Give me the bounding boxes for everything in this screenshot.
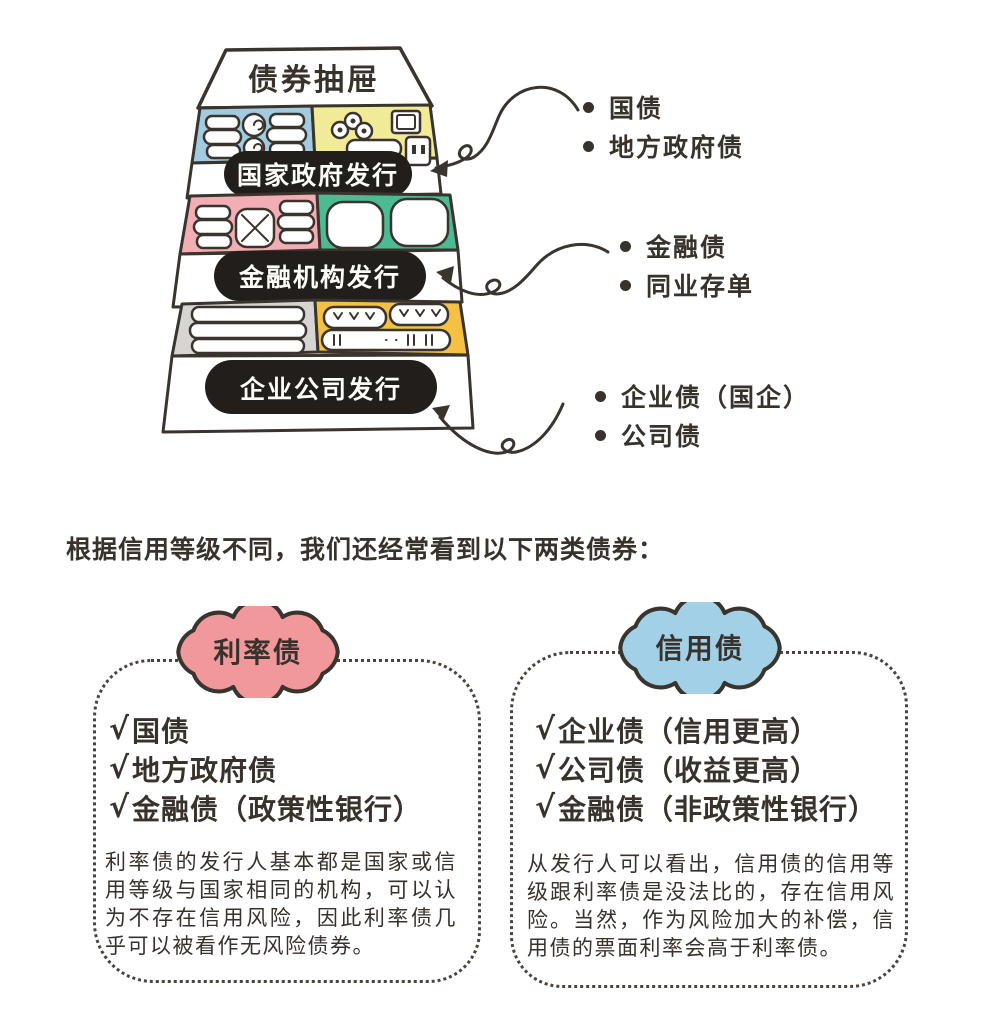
rate-bond-card: √ 国债 √ 地方政府债 √ 金融债（政策性银行） 利率债的发行人基本都是国家或… (93, 659, 481, 983)
check-icon: √ (535, 790, 556, 825)
rate-bond-description: 利率债的发行人基本都是国家或信用等级与国家相同的机构，可以认为不存在信用风险，因… (105, 850, 457, 958)
bullet-icon (583, 101, 594, 113)
drawer1-label: 国家政府发行 (237, 161, 399, 190)
arrow-drawer2 (441, 243, 610, 296)
bullet-label: 国债 (609, 94, 664, 123)
arrowhead-drawer3 (432, 405, 450, 421)
drawer2-items (192, 197, 450, 250)
bullet-icon (620, 240, 631, 252)
check-icon: √ (109, 751, 130, 786)
check-item: √ 金融债（政策性银行） (109, 790, 422, 826)
arrow-drawer3 (438, 402, 565, 455)
check-icon: √ (109, 790, 130, 825)
bullet-icon (595, 429, 606, 441)
bullet-label: 地方政府债 (609, 133, 745, 162)
rate-bond-badge: 利率债 (176, 606, 340, 698)
list-item: 金融债 (620, 231, 754, 262)
check-icon: √ (109, 712, 130, 747)
list-item: 国债 (583, 92, 744, 123)
bullet-label: 金融债 (646, 233, 728, 262)
credit-bond-badge: 信用债 (618, 602, 782, 694)
arrow-drawer1 (434, 85, 580, 170)
list-item: 同业存单 (620, 270, 755, 301)
drawer3-label-pill (205, 360, 437, 414)
drawer1-items (202, 109, 432, 167)
intro-sentence: 根据信用等级不同，我们还经常看到以下两类债券： (66, 535, 665, 564)
credit-bond-checklist: √ 企业债（信用更高） √ 公司债（收益更高） √ 金融债（非政策性银行） (535, 712, 877, 826)
drawer2-label-pill (214, 251, 426, 301)
credit-bond-description: 从发行人可以看出，信用债的信用等级跟利率债是没法比的，存在信用风险。当然，作为风… (527, 852, 895, 960)
rate-bond-badge-label: 利率债 (214, 636, 303, 669)
check-label: 金融债（政策性银行） (132, 792, 423, 826)
check-item: √ 国债 (109, 712, 422, 748)
bond-drawer-illustration: 债券抽屉 (161, 46, 610, 455)
check-icon: √ (535, 712, 556, 747)
drawer2-bullet-list: 金融债 同业存单 (620, 231, 755, 301)
list-item: 地方政府债 (583, 131, 745, 162)
bullet-label: 同业存单 (646, 272, 755, 301)
bullet-label: 公司债 (621, 422, 703, 451)
list-item: 企业债（国企） (595, 381, 811, 412)
bullet-icon (620, 279, 631, 291)
connector-arrows (430, 85, 610, 455)
drawer2-label: 金融机构发行 (238, 263, 401, 292)
drawer-corporate: 企业公司发行 (161, 298, 475, 434)
arrowhead-drawer2 (436, 266, 454, 283)
drawer-financial: 金融机构发行 (171, 191, 464, 309)
cabinet-title: 债券抽屉 (248, 63, 380, 98)
credit-bond-card: √ 企业债（信用更高） √ 公司债（收益更高） √ 金融债（非政策性银行） 从发… (510, 651, 908, 988)
drawer3-label: 企业公司发行 (240, 375, 402, 404)
check-label: 地方政府债 (132, 753, 278, 787)
drawer1-bullet-list: 国债 地方政府债 (583, 92, 745, 162)
check-label: 国债 (132, 714, 191, 748)
check-icon: √ (535, 751, 556, 786)
bullet-icon (583, 140, 594, 152)
check-label: 公司债（收益更高） (558, 753, 820, 787)
check-label: 金融债（非政策性银行） (558, 792, 878, 826)
check-item: √ 公司债（收益更高） (535, 751, 877, 787)
cloud-shape (618, 602, 782, 694)
drawer3-items (188, 302, 452, 355)
check-label: 企业债（信用更高） (558, 714, 820, 748)
drawer-government: 国家政府发行 (185, 103, 443, 200)
cloud-shape (176, 606, 340, 698)
arrowhead-drawer1 (430, 160, 448, 177)
check-item: √ 地方政府债 (109, 751, 422, 787)
credit-bond-badge-label: 信用债 (656, 632, 745, 665)
check-item: √ 企业债（信用更高） (535, 712, 877, 748)
check-item: √ 金融债（非政策性银行） (535, 790, 877, 826)
rate-bond-checklist: √ 国债 √ 地方政府债 √ 金融债（政策性银行） (109, 712, 422, 826)
drawer1-label-pill (224, 151, 412, 197)
list-item: 公司债 (595, 420, 810, 451)
bullet-icon (595, 390, 606, 402)
cabinet-lid: 债券抽屉 (196, 46, 434, 110)
bullet-label: 企业债（国企） (621, 383, 811, 412)
drawer3-bullet-list: 企业债（国企） 公司债 (595, 381, 811, 451)
